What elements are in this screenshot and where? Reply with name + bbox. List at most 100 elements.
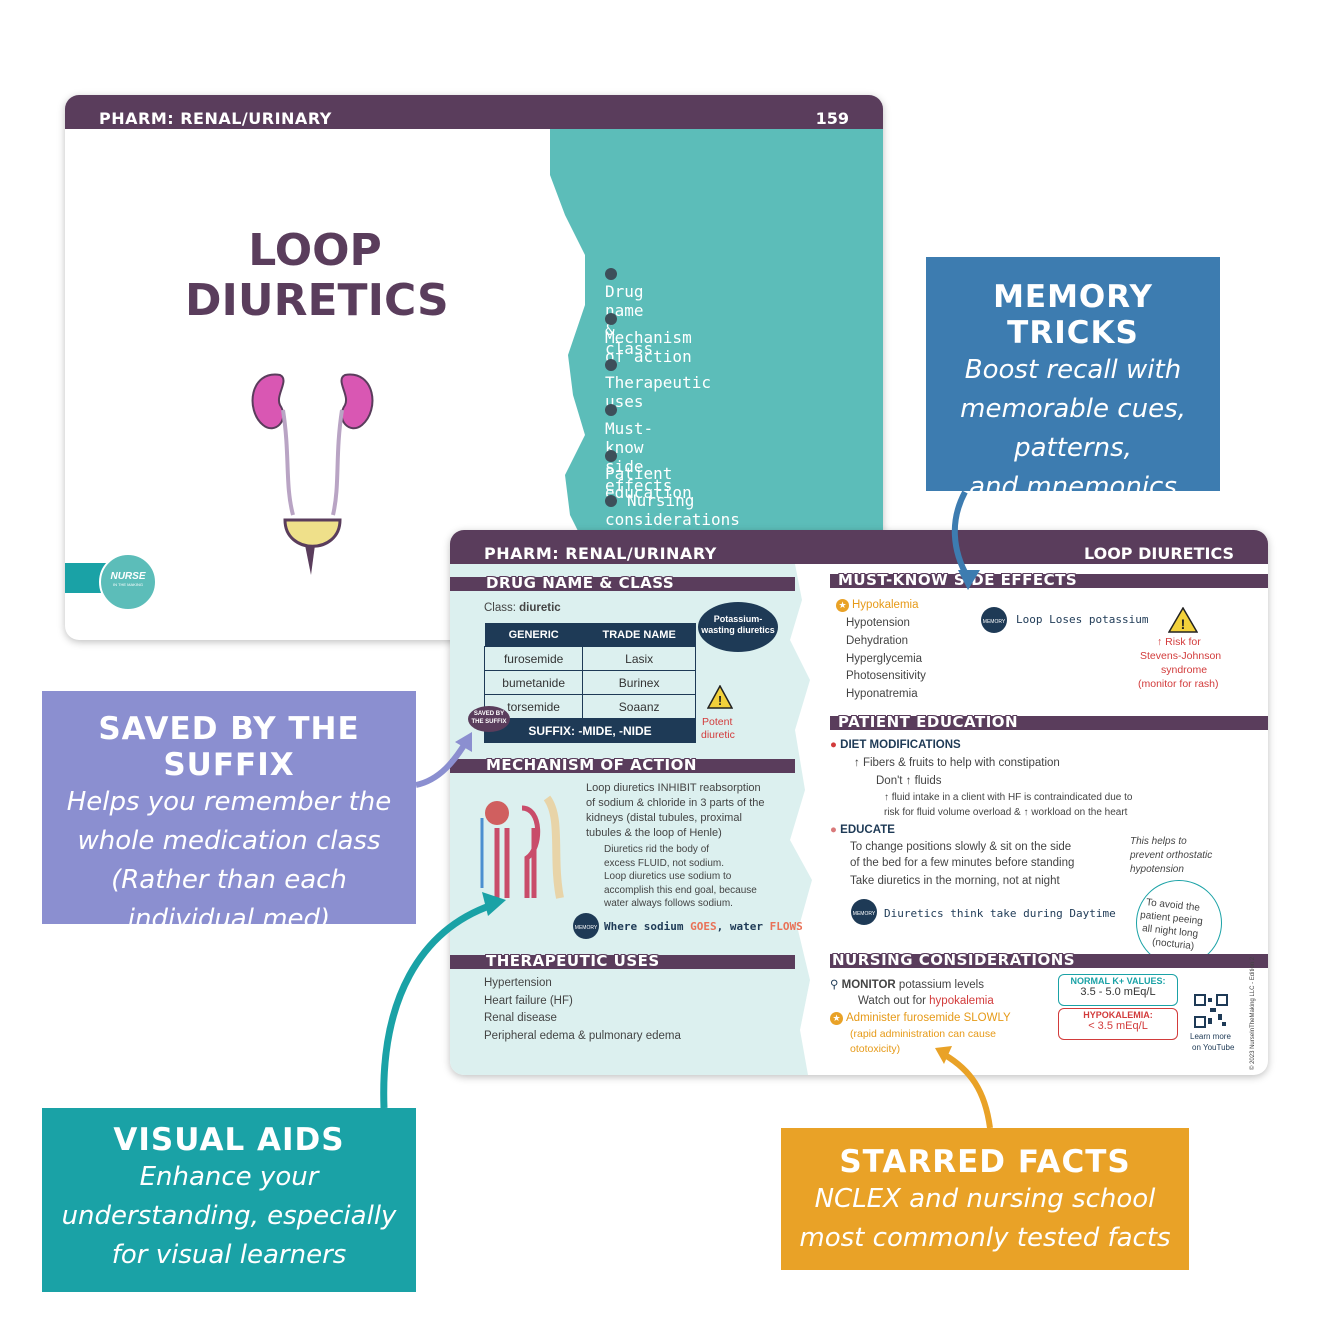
therapeutic-item: Heart failure (HF) — [484, 994, 573, 1007]
visual-callout-line: Enhance your — [139, 1162, 319, 1192]
generic-cell: torsemide — [483, 694, 584, 719]
qr-code-icon[interactable] — [1194, 994, 1228, 1028]
patient-ed-section-bar — [830, 716, 1268, 730]
visual-callout-line: understanding, especially — [61, 1201, 397, 1231]
svg-text:!: ! — [1181, 616, 1186, 632]
side-effect-item: Photosensitivity — [846, 670, 926, 683]
starred-arrow — [943, 1052, 993, 1129]
svg-text:MEMORY: MEMORY — [853, 911, 876, 917]
class-value: diuretic — [519, 602, 561, 614]
visual-callout-line: for visual learners — [111, 1240, 347, 1270]
learn-more-line1: Learn more — [1190, 1032, 1231, 1041]
suffix-callout-line: individual med) — [127, 904, 331, 934]
therapeutic-item: Hypertension — [484, 977, 552, 989]
educate-label: ● EDUCATE — [830, 824, 895, 836]
mechanism-line: of sodium & chloride in 3 parts of the — [586, 797, 765, 809]
warning-icon: ! — [707, 685, 733, 709]
front-card: PHARM: RENAL/URINARY 159 LOOP DIURETICS … — [65, 95, 883, 640]
starred-callout-line: NCLEX and nursing school — [814, 1184, 1156, 1214]
potassium-wasting-badge: Potassium-wasting diuretics — [698, 602, 778, 652]
risk-line: syndrome — [1161, 664, 1208, 676]
fluid-note2: risk for fluid volume overload & ↑ workl… — [884, 807, 1128, 818]
toc-item: Nursing considerations — [605, 491, 740, 529]
risk-line: Stevens-Johnson — [1140, 650, 1222, 662]
side-effect-item: Hypotension — [846, 617, 910, 629]
teal-background — [65, 129, 883, 640]
class-line: Class: diuretic — [484, 602, 561, 614]
suffix-line: SUFFIX: -MIDE, -NIDE — [484, 718, 696, 743]
mechanism-line: kidneys (distal tubules, proximal — [586, 812, 742, 824]
memory-trick-icon: MEMORY — [851, 899, 877, 925]
starred-note2: ototoxicity) — [850, 1043, 901, 1055]
star-icon: ★ — [830, 1012, 843, 1025]
side-note-line: This helps to — [1130, 836, 1187, 847]
memory-trick-icon: MEMORY — [981, 607, 1007, 633]
side-effects-section-bar — [830, 574, 1268, 588]
memory-arrow — [951, 490, 971, 580]
starred-callout-line: most commonly tested facts — [799, 1223, 1171, 1253]
normal-k-box: NORMAL K+ VALUES: 3.5 - 5.0 mEq/L — [1058, 974, 1178, 1006]
fluid-note1: ↑ fluid intake in a client with HF is co… — [884, 792, 1133, 803]
front-title-line2: DIURETICS — [185, 275, 449, 326]
toc-label: Drug name & class — [605, 282, 654, 358]
logo-text: NURSE — [110, 571, 146, 582]
generic-cell: furosemide — [483, 646, 584, 671]
mechanism-line: Loop diuretics INHIBIT reabsorption — [586, 782, 761, 794]
diet-label: ● DIET MODIFICATIONS — [830, 739, 961, 751]
memory-callout-title: MEMORY TRICKS — [993, 279, 1153, 351]
drug-section-title: DRUG NAME & CLASS — [486, 574, 675, 592]
monitor-text: potassium levels — [895, 979, 984, 991]
daytime-trick: Diuretics think take during Daytime — [884, 907, 1116, 920]
starred-note1: (rapid administration can cause — [850, 1028, 996, 1040]
toc-label: Mechanism of action — [605, 327, 692, 366]
educate-item1a: To change positions slowly & sit on the … — [850, 841, 1072, 853]
risk-line: (monitor for rash) — [1138, 678, 1219, 690]
bullet-icon — [605, 267, 617, 280]
svg-text:MEMORY: MEMORY — [983, 619, 1006, 625]
suffix-callout-line: Helps you remember the — [66, 787, 392, 817]
bullet-icon — [605, 313, 617, 325]
nursing-section-title: NURSING CONSIDERATIONS — [832, 951, 1076, 969]
side-effect-item: Hyperglycemia — [846, 652, 923, 665]
mechanism-subline: accomplish this end goal, because — [604, 884, 757, 896]
drug-section-bar — [450, 577, 795, 591]
therapeutic-item: Renal disease — [484, 1012, 557, 1024]
starred-admin-text: Administer furosemide SLOWLY — [846, 1012, 1011, 1024]
bullet-icon — [605, 358, 617, 371]
mechanism-subline: water always follows sodium. — [604, 898, 733, 909]
hypo-value: < 3.5 mEq/L — [1088, 1020, 1148, 1032]
potent-line1: Potent — [702, 716, 733, 728]
mechanism-line: tubules & the loop of Henle) — [586, 827, 722, 839]
suffix-badge: SAVED BY THE SUFFIX — [468, 706, 510, 732]
mechanism-subline: Diuretics rid the body of — [604, 844, 710, 855]
col-trade: TRADE NAME — [582, 623, 696, 647]
front-page-number: 159 — [815, 109, 849, 128]
patient-ed-section-title: PATIENT EDUCATION — [838, 713, 1019, 731]
watch-line: Watch out for hypokalemia — [858, 995, 994, 1007]
side-note-line: hypotension — [1130, 864, 1184, 875]
starred-callout-title: STARRED FACTS — [839, 1144, 1131, 1180]
apple-icon: ● — [830, 739, 837, 751]
memory-callout-line: Boost recall with — [964, 355, 1182, 385]
fluids-item: Don't ↑ fluids — [876, 775, 942, 787]
suffix-callout-line: whole medication class — [77, 826, 381, 856]
watch-prefix: Watch out for — [858, 995, 930, 1007]
trick-flows: FLOWS — [769, 920, 803, 933]
toc-item: Drug name & class — [605, 263, 653, 358]
mechanism-section-bar — [450, 759, 795, 773]
suffix-callout: SAVED BY THE SUFFIX Helps you remember t… — [42, 691, 416, 934]
suffix-arrow — [415, 740, 469, 788]
side-effect-item: Hyponatremia — [846, 688, 918, 701]
mechanism-section-title: MECHANISM OF ACTION — [486, 756, 697, 774]
starred-facts-callout: STARRED FACTS NCLEX and nursing school mo… — [781, 1128, 1189, 1270]
trade-cell: Burinex — [582, 670, 696, 695]
therapeutic-item: Peripheral edema & pulmonary edema — [484, 1029, 681, 1042]
monitor-label: MONITOR — [841, 979, 896, 991]
back-card-header: PHARM: RENAL/URINARY LOOP DIURETICS — [450, 530, 1268, 564]
potent-line2: diuretic — [701, 729, 735, 741]
